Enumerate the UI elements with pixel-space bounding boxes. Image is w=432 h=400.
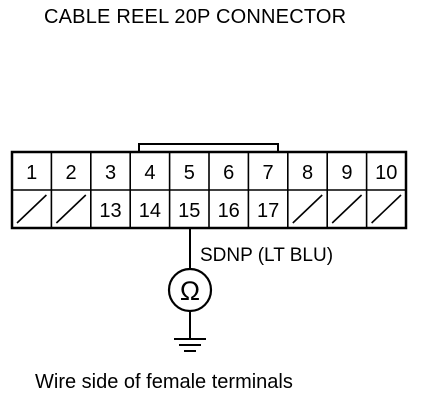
- terminal-label: 17: [257, 200, 279, 222]
- terminal-label: 7: [263, 162, 274, 184]
- ground-symbol-icon: [174, 338, 206, 352]
- unused-terminal-slash: [331, 194, 363, 224]
- terminal-label: 15: [178, 200, 200, 222]
- wire-label: SDNP (LT BLU): [200, 245, 333, 266]
- ohmmeter-icon: Ω: [167, 267, 213, 313]
- terminal-label: 14: [139, 200, 161, 222]
- connector-lock-tab: [138, 143, 279, 152]
- terminal-label: 9: [341, 162, 352, 184]
- terminal-label: 5: [184, 162, 195, 184]
- diagram-title: CABLE REEL 20P CONNECTOR: [44, 6, 347, 28]
- terminal-label: 8: [302, 162, 313, 184]
- terminal-label: 16: [218, 200, 240, 222]
- terminal-label: 3: [105, 162, 116, 184]
- terminal-cells: 1 2 3 4 5 6 7 8 9 10 13 14 15 16 17: [12, 152, 406, 228]
- unused-terminal-slash: [371, 194, 402, 224]
- terminal-label: 4: [144, 162, 155, 184]
- ohm-symbol: Ω: [180, 276, 200, 306]
- unused-terminal-slash: [55, 194, 87, 224]
- terminal-label: 13: [99, 200, 121, 222]
- terminal-label: 1: [26, 162, 37, 184]
- terminal-label: 2: [66, 162, 77, 184]
- terminal-label: 10: [375, 162, 397, 184]
- unused-terminal-slash: [292, 194, 323, 224]
- terminal-label: 6: [223, 162, 234, 184]
- unused-terminal-slash: [16, 194, 47, 224]
- diagram-caption: Wire side of female terminals: [35, 371, 293, 393]
